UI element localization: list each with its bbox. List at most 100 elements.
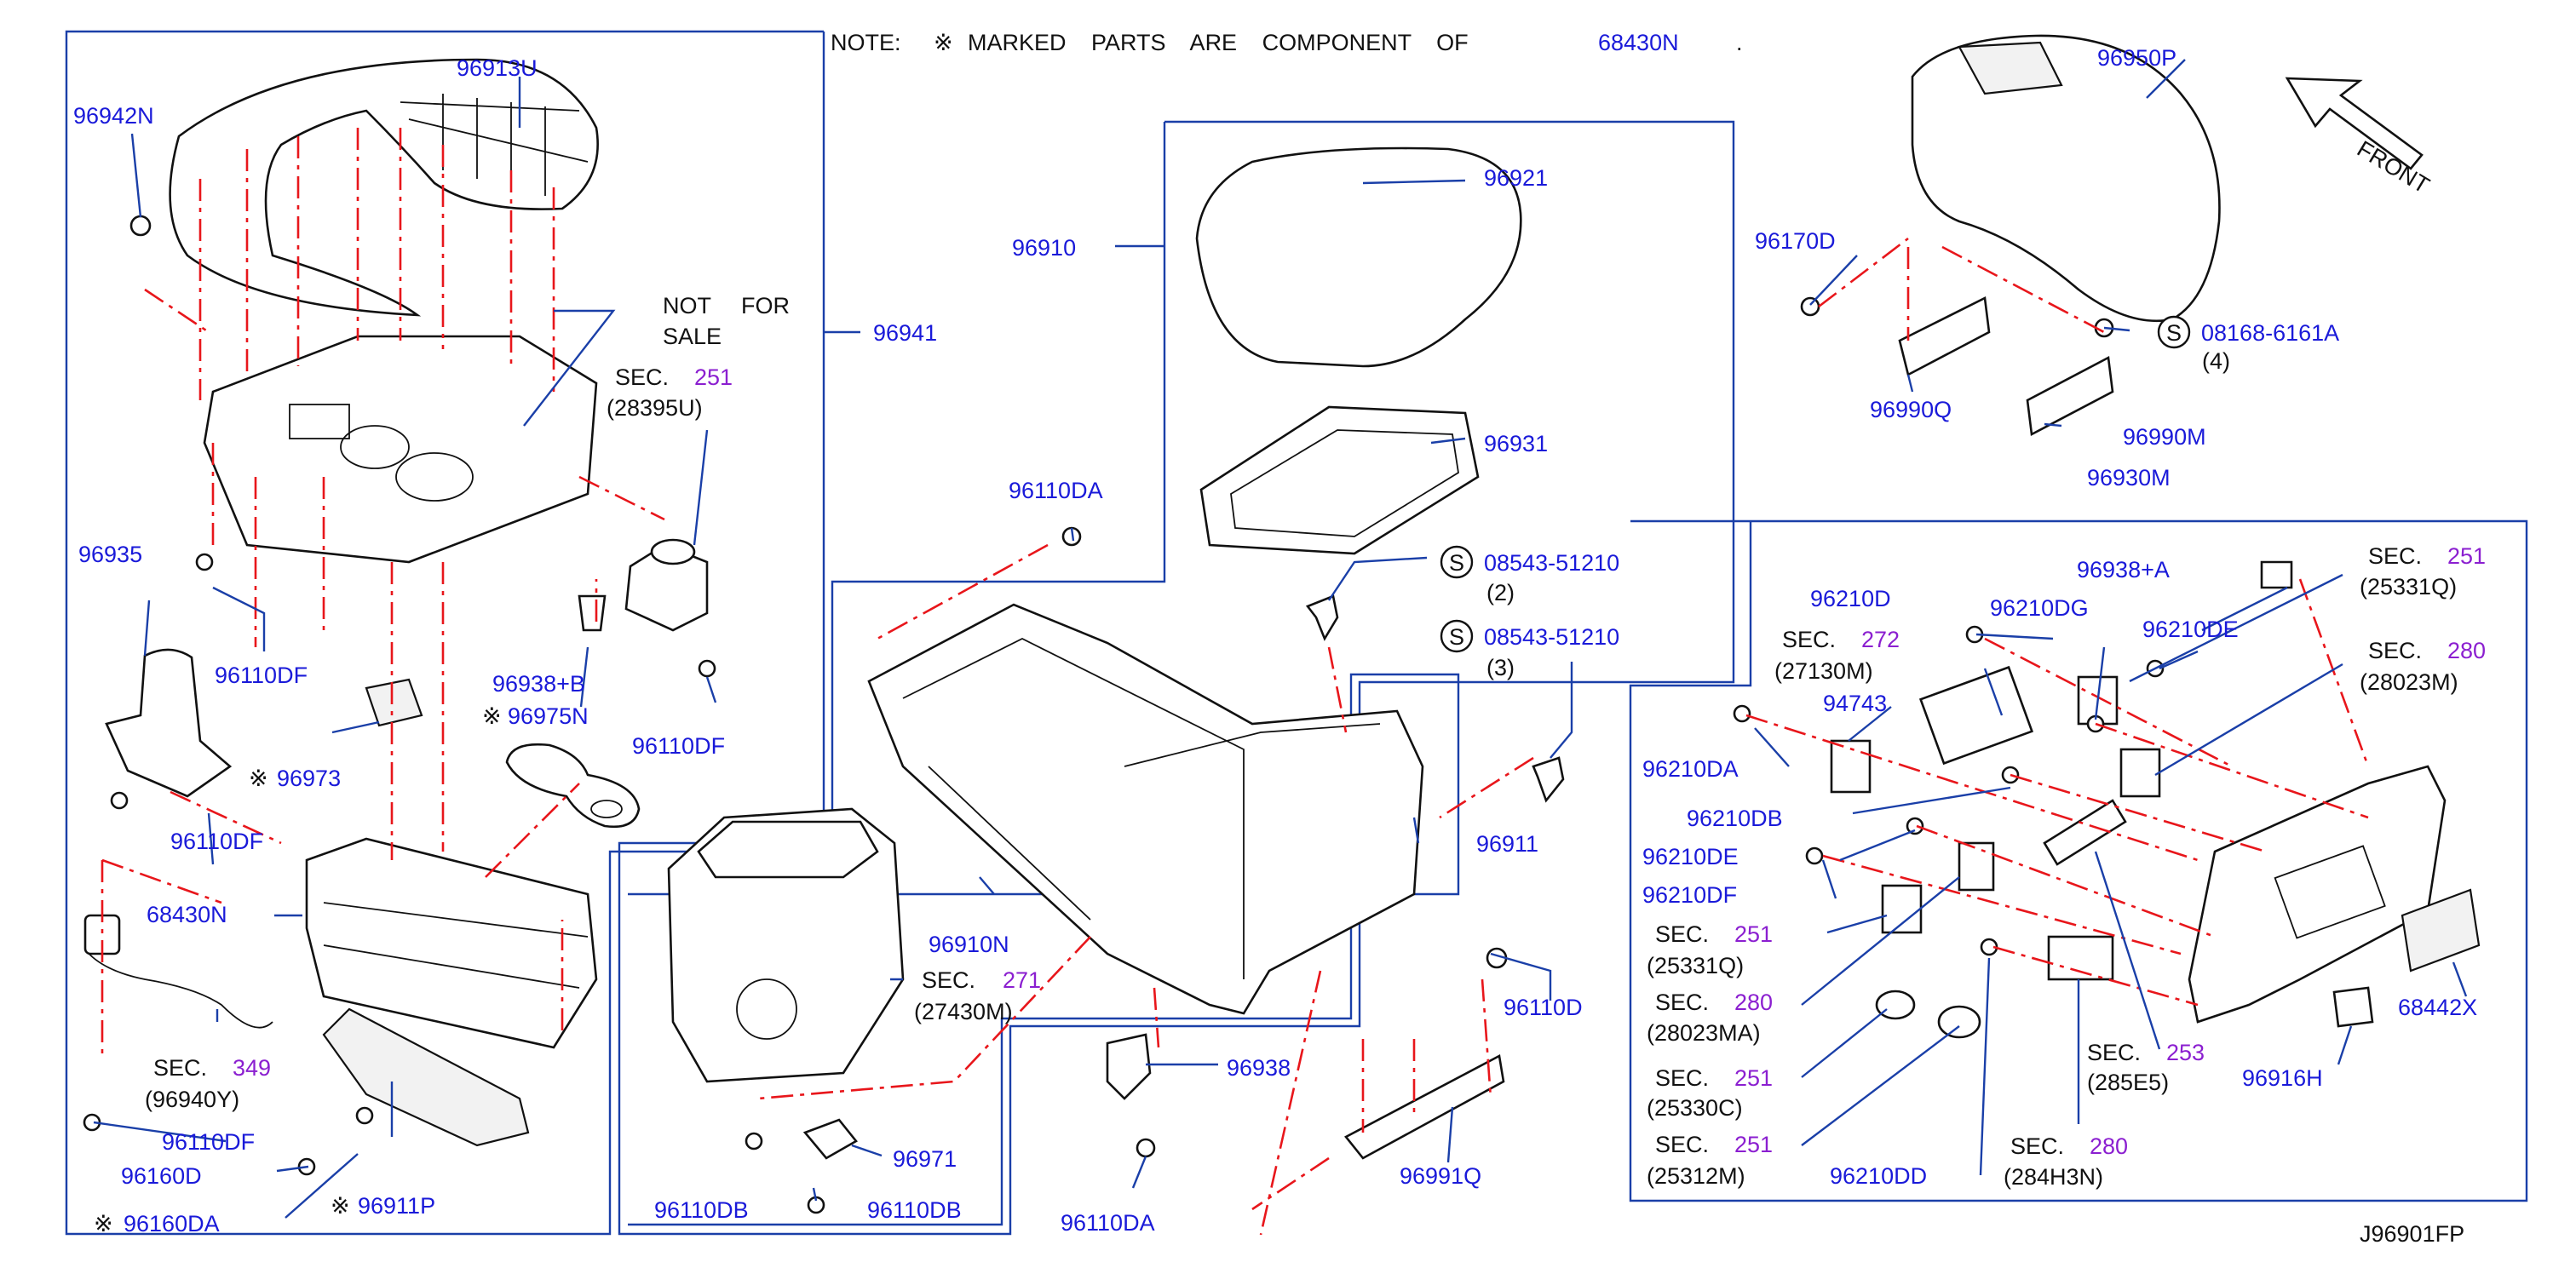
sec-349-num[interactable]: 349 bbox=[233, 1055, 271, 1081]
label-96931[interactable]: 96931 bbox=[1484, 431, 1548, 456]
label-96935[interactable]: 96935 bbox=[78, 542, 142, 567]
screw-b bbox=[110, 791, 129, 810]
frame-inner bbox=[1230, 429, 1459, 537]
label-96110DF-a[interactable]: 96110DF bbox=[215, 663, 308, 688]
label-96210DB[interactable]: 96210DB bbox=[1687, 806, 1783, 831]
label-96210D[interactable]: 96210D bbox=[1810, 586, 1891, 611]
screw-f bbox=[355, 1106, 374, 1125]
sec-251-25331Q-l-num[interactable]: 251 bbox=[1734, 921, 1773, 947]
label-96911[interactable]: 96911 bbox=[1476, 831, 1538, 857]
label-96975N[interactable]: 96975N bbox=[508, 703, 589, 729]
note-end: . bbox=[1736, 30, 1743, 55]
harness-drawing bbox=[84, 949, 273, 1029]
sec-251-28395U-num[interactable]: 251 bbox=[694, 364, 733, 390]
sec-271-word: SEC. bbox=[922, 967, 975, 993]
label-96973[interactable]: 96973 bbox=[277, 766, 341, 791]
sec-272-num[interactable]: 272 bbox=[1861, 627, 1900, 652]
label-96160DA[interactable]: 96160DA bbox=[124, 1211, 220, 1236]
label-96160D[interactable]: 96160D bbox=[121, 1163, 202, 1189]
sec-280-28023MA-ref: (28023MA) bbox=[1647, 1020, 1761, 1046]
sec-251-25312M-ref: (25312M) bbox=[1647, 1163, 1745, 1189]
sec-280-284H3N-num[interactable]: 280 bbox=[2090, 1133, 2128, 1159]
label-96110DA-b[interactable]: 96110DA bbox=[1061, 1210, 1155, 1236]
label-96210DG[interactable]: 96210DG bbox=[1990, 595, 2089, 621]
label-96990Q[interactable]: 96990Q bbox=[1870, 397, 1952, 422]
label-96110D[interactable]: 96110D bbox=[1504, 995, 1583, 1020]
sec-280-28023MA-num[interactable]: 280 bbox=[1734, 990, 1773, 1015]
socket-25312M-drawing bbox=[1937, 1005, 1981, 1039]
sec-253-word: SEC. bbox=[2087, 1040, 2141, 1065]
front-arrow: FRONT bbox=[2285, 77, 2434, 198]
label-08543-51210-3[interactable]: 08543-51210 bbox=[1484, 624, 1619, 650]
label-08543-51210-2[interactable]: 08543-51210 bbox=[1484, 550, 1619, 576]
label-96210DD[interactable]: 96210DD bbox=[1830, 1163, 1927, 1189]
label-96938[interactable]: 96938 bbox=[1227, 1055, 1291, 1081]
s-symbol-08543-2 bbox=[1440, 545, 1474, 579]
sec-251-28395U-ref: (28395U) bbox=[607, 395, 703, 421]
label-96941[interactable]: 96941 bbox=[873, 320, 937, 346]
label-96950P[interactable]: 96950P bbox=[2097, 45, 2176, 71]
label-94743[interactable]: 94743 bbox=[1823, 691, 1887, 716]
assembly-lines-left bbox=[101, 128, 665, 1056]
boundary-96930M bbox=[1629, 519, 2528, 1202]
label-96911P[interactable]: 96911P bbox=[358, 1193, 435, 1219]
bracket-96990Q-drawing bbox=[1898, 296, 1991, 376]
label-96938B[interactable]: 96938+B bbox=[492, 671, 585, 697]
s-symbol-08543-3 bbox=[1440, 619, 1474, 653]
hvac-top-frame bbox=[697, 820, 879, 879]
panel-96930M-drawing bbox=[2188, 765, 2447, 1024]
drawings-right bbox=[1733, 34, 2481, 1039]
label-96210DE-a[interactable]: 96210DE bbox=[2142, 617, 2239, 642]
clip-96942N-drawing bbox=[129, 215, 152, 237]
sec-251-25312M-num[interactable]: 251 bbox=[1734, 1132, 1773, 1157]
sec-271-num[interactable]: 271 bbox=[1003, 967, 1041, 993]
clip-96938B-drawing bbox=[578, 594, 607, 632]
sec-280-284H3N-ref: (284H3N) bbox=[2004, 1164, 2103, 1190]
label-96210DA[interactable]: 96210DA bbox=[1642, 756, 1739, 782]
sec-251-25331Q-l-ref: (25331Q) bbox=[1647, 953, 1744, 978]
label-96916H[interactable]: 96916H bbox=[2242, 1065, 2323, 1091]
bracket-96991Q-drawing bbox=[1344, 1054, 1505, 1160]
screw-96110DB-a-drawing bbox=[745, 1132, 763, 1150]
label-68430N[interactable]: 68430N bbox=[147, 902, 227, 927]
label-96210DF[interactable]: 96210DF bbox=[1642, 882, 1737, 908]
leader-lines bbox=[93, 59, 2468, 1219]
finisher-vent-lines bbox=[400, 94, 589, 196]
assembly-lines-center bbox=[757, 543, 1534, 1236]
label-68442X[interactable]: 68442X bbox=[2398, 995, 2477, 1020]
label-96938A[interactable]: 96938+A bbox=[2077, 557, 2170, 582]
socket-25330C-drawing bbox=[1875, 990, 1916, 1020]
label-96910N[interactable]: 96910N bbox=[929, 932, 1009, 957]
clip-96938-drawing bbox=[1106, 1033, 1152, 1100]
label-96110DF-d[interactable]: 96110DF bbox=[162, 1129, 255, 1155]
label-96930M[interactable]: 96930M bbox=[2087, 465, 2171, 491]
label-96210DE-b[interactable]: 96210DE bbox=[1642, 844, 1739, 869]
switch-28023MA-drawing bbox=[1958, 841, 1995, 892]
label-96910[interactable]: 96910 bbox=[1012, 235, 1076, 261]
leaders-center bbox=[812, 179, 1573, 1202]
label-96971[interactable]: 96971 bbox=[893, 1146, 957, 1172]
sec-253-num[interactable]: 253 bbox=[2166, 1040, 2205, 1065]
label-96110DB-b[interactable]: 96110DB bbox=[867, 1197, 962, 1223]
sec-280-28023M-num[interactable]: 280 bbox=[2447, 638, 2486, 663]
label-96942N[interactable]: 96942N bbox=[73, 103, 154, 129]
sec-251-25330C-word: SEC. bbox=[1655, 1065, 1709, 1091]
sec-251-28395U-word: SEC. bbox=[615, 364, 669, 390]
label-96170D[interactable]: 96170D bbox=[1755, 228, 1836, 254]
label-08168-6161A[interactable]: 08168-6161A bbox=[2201, 320, 2339, 346]
label-96990M[interactable]: 96990M bbox=[2123, 424, 2206, 450]
leaders-left bbox=[93, 77, 717, 1219]
label-96110DF-b[interactable]: 96110DF bbox=[632, 733, 725, 759]
label-96110DA-a[interactable]: 96110DA bbox=[1009, 478, 1103, 503]
sec-280-284H3N-word: SEC. bbox=[2010, 1133, 2064, 1159]
sec-349-ref: (96940Y) bbox=[145, 1087, 239, 1112]
sec-251-25330C-num[interactable]: 251 bbox=[1734, 1065, 1773, 1091]
label-96991Q[interactable]: 96991Q bbox=[1400, 1163, 1481, 1189]
armrest-96950P-drawing bbox=[1911, 34, 2221, 323]
label-96921[interactable]: 96921 bbox=[1484, 165, 1548, 191]
label-96110DF-c[interactable]: 96110DF bbox=[170, 829, 263, 854]
sec-253-ref: (285E5) bbox=[2087, 1070, 2169, 1095]
sec-251-25331Q-r-num[interactable]: 251 bbox=[2447, 543, 2486, 569]
label-96110DB-a[interactable]: 96110DB bbox=[654, 1197, 749, 1223]
label-96913U[interactable]: 96913U bbox=[457, 55, 538, 81]
